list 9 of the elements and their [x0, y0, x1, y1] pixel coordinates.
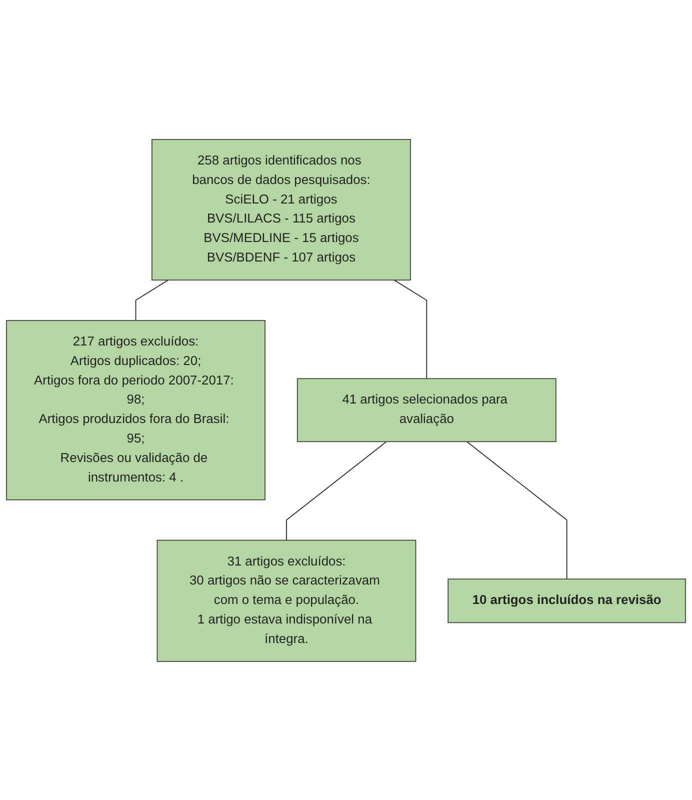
connector: [394, 279, 428, 379]
connector: [286, 440, 387, 540]
node-box: 258 artigos identificados nos bancos de dados pesquisados: SciELO - 21 artigos BVS/LILACS - 115 artigos BVS/MEDLINE - 15 artigos BVS/BDENF - 107 artigos: [152, 138, 411, 280]
node-box: 217 artigos excluídos: Artigos duplicados: 20; Artigos fora do periodo 2007-2017: 98; Artigos produzidos fora do Brasil: 95; Revisões ou validação de instrumentos: 4 .: [6, 320, 266, 500]
connector: [135, 279, 169, 320]
node-box: 41 artigos selecionados para avaliação: [296, 378, 556, 442]
connector: [466, 440, 568, 580]
node-box: 31 artigos excluídos: 30 artigos não se caracterizavam com o tema e população. 1 artigo estava indisponível na íntegra.: [156, 539, 416, 662]
node-box: 10 artigos incluídos na revisão: [448, 578, 686, 623]
